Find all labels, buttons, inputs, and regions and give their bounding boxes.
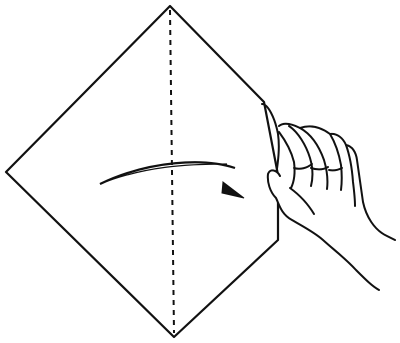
thumb-outline: [268, 170, 379, 290]
hand-holding-corner: [262, 104, 395, 290]
knuckle-line-1: [294, 164, 312, 169]
knuckle-line-2: [311, 167, 328, 169]
